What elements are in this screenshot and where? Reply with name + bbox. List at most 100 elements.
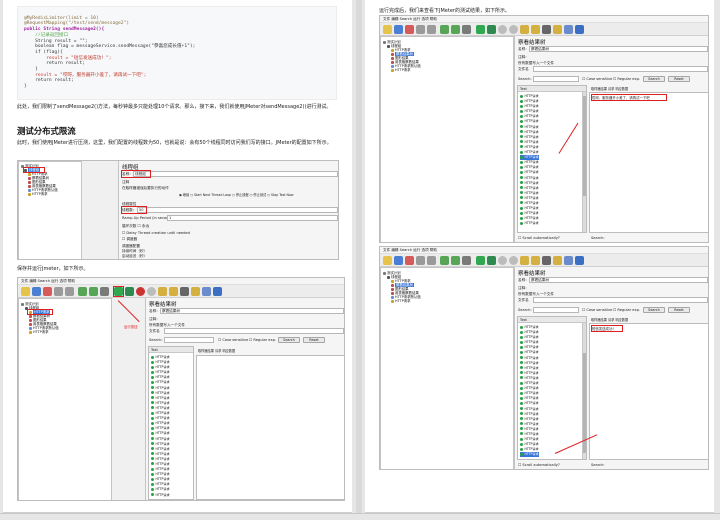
clear-icon[interactable] bbox=[158, 287, 167, 296]
result-item[interactable]: HTTP请求 bbox=[520, 201, 539, 206]
result-item[interactable]: HTTP请求 bbox=[520, 407, 539, 412]
result-item[interactable]: HTTP请求 bbox=[151, 472, 170, 477]
cut-icon[interactable] bbox=[405, 256, 414, 265]
result-item[interactable]: HTTP请求 bbox=[520, 381, 539, 386]
open-icon[interactable] bbox=[383, 25, 392, 34]
filename-field[interactable] bbox=[533, 297, 708, 303]
scroll-auto-checkbox[interactable]: ☐ Scroll automatically? bbox=[518, 236, 560, 240]
help-icon[interactable] bbox=[575, 25, 584, 34]
result-item[interactable]: HTTP请求 bbox=[520, 145, 539, 150]
result-item[interactable]: HTTP请求 bbox=[520, 330, 539, 335]
clear-all-icon[interactable] bbox=[169, 287, 178, 296]
regex-checkbox[interactable]: ☐ Regular exp. bbox=[613, 308, 640, 312]
cut-icon[interactable] bbox=[405, 25, 414, 34]
tree-node[interactable]: HTTP请求 bbox=[29, 330, 48, 334]
tree-node[interactable]: 察看结果树 bbox=[391, 283, 414, 287]
result-item[interactable]: HTTP请求 bbox=[520, 155, 539, 161]
tree-node[interactable]: 用表格察看结果 bbox=[391, 60, 419, 64]
tree-node[interactable]: 测试计划 bbox=[21, 302, 39, 306]
result-item[interactable]: HTTP请求 bbox=[520, 216, 539, 221]
regex-checkbox[interactable]: ☐ Regular exp. bbox=[249, 338, 276, 342]
start-icon[interactable] bbox=[476, 25, 485, 34]
search-button[interactable]: Search bbox=[278, 337, 300, 343]
threads-field[interactable]: 50 bbox=[137, 207, 338, 213]
loop-row[interactable]: 循环次数 ☐ 永远 bbox=[122, 224, 150, 228]
paste-icon[interactable] bbox=[427, 25, 436, 34]
paste-icon[interactable] bbox=[427, 256, 436, 265]
result-item[interactable]: HTTP请求 bbox=[151, 370, 170, 375]
clear-all-icon[interactable] bbox=[531, 256, 540, 265]
clear-all-icon[interactable] bbox=[531, 25, 540, 34]
start-no-pause-icon[interactable] bbox=[125, 287, 134, 296]
cut-icon[interactable] bbox=[43, 287, 52, 296]
tree-node[interactable]: 用表格察看结果 bbox=[29, 322, 57, 326]
stop-icon[interactable] bbox=[136, 287, 145, 296]
expand-icon[interactable] bbox=[78, 287, 87, 296]
tree-node[interactable]: 图形结果 bbox=[391, 287, 409, 291]
result-item[interactable]: HTTP请求 bbox=[520, 335, 539, 340]
open-icon[interactable] bbox=[21, 287, 30, 296]
result-item[interactable]: HTTP请求 bbox=[151, 421, 170, 426]
result-item[interactable]: HTTP请求 bbox=[151, 411, 170, 416]
save-icon[interactable] bbox=[394, 256, 403, 265]
tree-node[interactable]: HTTP请求 bbox=[391, 279, 410, 283]
result-item[interactable]: HTTP请求 bbox=[520, 160, 539, 165]
result-item[interactable]: HTTP请求 bbox=[520, 211, 539, 216]
result-item[interactable]: HTTP请求 bbox=[520, 356, 539, 361]
start-icon[interactable] bbox=[476, 256, 485, 265]
result-item[interactable]: HTTP请求 bbox=[520, 119, 539, 124]
result-tabs[interactable]: 取样器结果 请求 响应数据 bbox=[198, 349, 236, 353]
tree-node[interactable]: 线程组 bbox=[24, 168, 41, 172]
result-item[interactable]: HTTP请求 bbox=[151, 380, 170, 385]
stop-icon[interactable] bbox=[498, 256, 507, 265]
tree-node[interactable]: HTTP请求 bbox=[391, 68, 410, 72]
paste-icon[interactable] bbox=[65, 287, 74, 296]
help-icon[interactable] bbox=[575, 256, 584, 265]
collapse-icon[interactable] bbox=[89, 287, 98, 296]
tree-node[interactable]: 图形结果 bbox=[391, 56, 409, 60]
menu-bar[interactable]: 文件 编辑 Search 运行 选项 帮助 bbox=[18, 278, 344, 285]
scheduler-checkbox[interactable]: ☐ 调度器 bbox=[122, 237, 138, 241]
name-field[interactable]: 线程组 bbox=[133, 171, 338, 177]
copy-icon[interactable] bbox=[54, 287, 63, 296]
start-no-pause-icon[interactable] bbox=[487, 256, 496, 265]
result-item[interactable]: HTTP请求 bbox=[520, 422, 539, 427]
result-item[interactable]: HTTP请求 bbox=[151, 406, 170, 411]
case-sensitive-checkbox[interactable]: ☐ Case sensitive bbox=[582, 308, 613, 312]
search-icon[interactable] bbox=[180, 287, 189, 296]
result-item[interactable]: HTTP请求 bbox=[151, 391, 170, 396]
case-sensitive-checkbox[interactable]: ☐ Case sensitive bbox=[582, 77, 613, 81]
filename-field[interactable] bbox=[164, 328, 344, 334]
toggle-icon[interactable] bbox=[462, 256, 471, 265]
result-item[interactable]: HTTP请求 bbox=[520, 396, 539, 401]
result-item[interactable]: HTTP请求 bbox=[520, 371, 539, 376]
tree-node[interactable]: HTTP请求 bbox=[391, 299, 410, 303]
function-helper-icon[interactable] bbox=[202, 287, 211, 296]
result-item[interactable]: HTTP请求 bbox=[151, 360, 170, 365]
scroll-auto-checkbox[interactable]: ☐ Scroll automatically? bbox=[518, 463, 560, 467]
result-item[interactable]: HTTP请求 bbox=[151, 447, 170, 452]
stop-icon[interactable] bbox=[498, 25, 507, 34]
result-item[interactable]: HTTP请求 bbox=[151, 375, 170, 380]
result-item[interactable]: HTTP请求 bbox=[520, 401, 539, 406]
reset-button[interactable]: Reset bbox=[668, 76, 690, 82]
result-item[interactable]: HTTP请求 bbox=[520, 130, 539, 135]
result-item[interactable]: HTTP请求 bbox=[520, 165, 539, 170]
tree-node[interactable]: 察看结果树 bbox=[28, 176, 49, 180]
search-icon[interactable] bbox=[542, 25, 551, 34]
result-item[interactable]: HTTP请求 bbox=[151, 457, 170, 462]
tree-node[interactable]: HTTP请求 bbox=[29, 310, 51, 314]
search-input[interactable] bbox=[533, 307, 579, 313]
clear-icon[interactable] bbox=[520, 25, 529, 34]
copy-icon[interactable] bbox=[416, 256, 425, 265]
result-tabs[interactable]: 取样器结果 请求 响应数据 bbox=[591, 318, 629, 322]
result-item[interactable]: HTTP请求 bbox=[520, 442, 539, 447]
collapse-icon[interactable] bbox=[451, 256, 460, 265]
result-item[interactable]: HTTP请求 bbox=[520, 432, 539, 437]
result-item[interactable]: HTTP请求 bbox=[151, 386, 170, 391]
tree-node[interactable]: 图形结果 bbox=[28, 180, 46, 184]
search-icon[interactable] bbox=[542, 256, 551, 265]
result-item[interactable]: HTTP请求 bbox=[520, 340, 539, 345]
result-item[interactable]: HTTP请求 bbox=[520, 452, 539, 458]
reset-button[interactable]: Reset bbox=[303, 337, 325, 343]
